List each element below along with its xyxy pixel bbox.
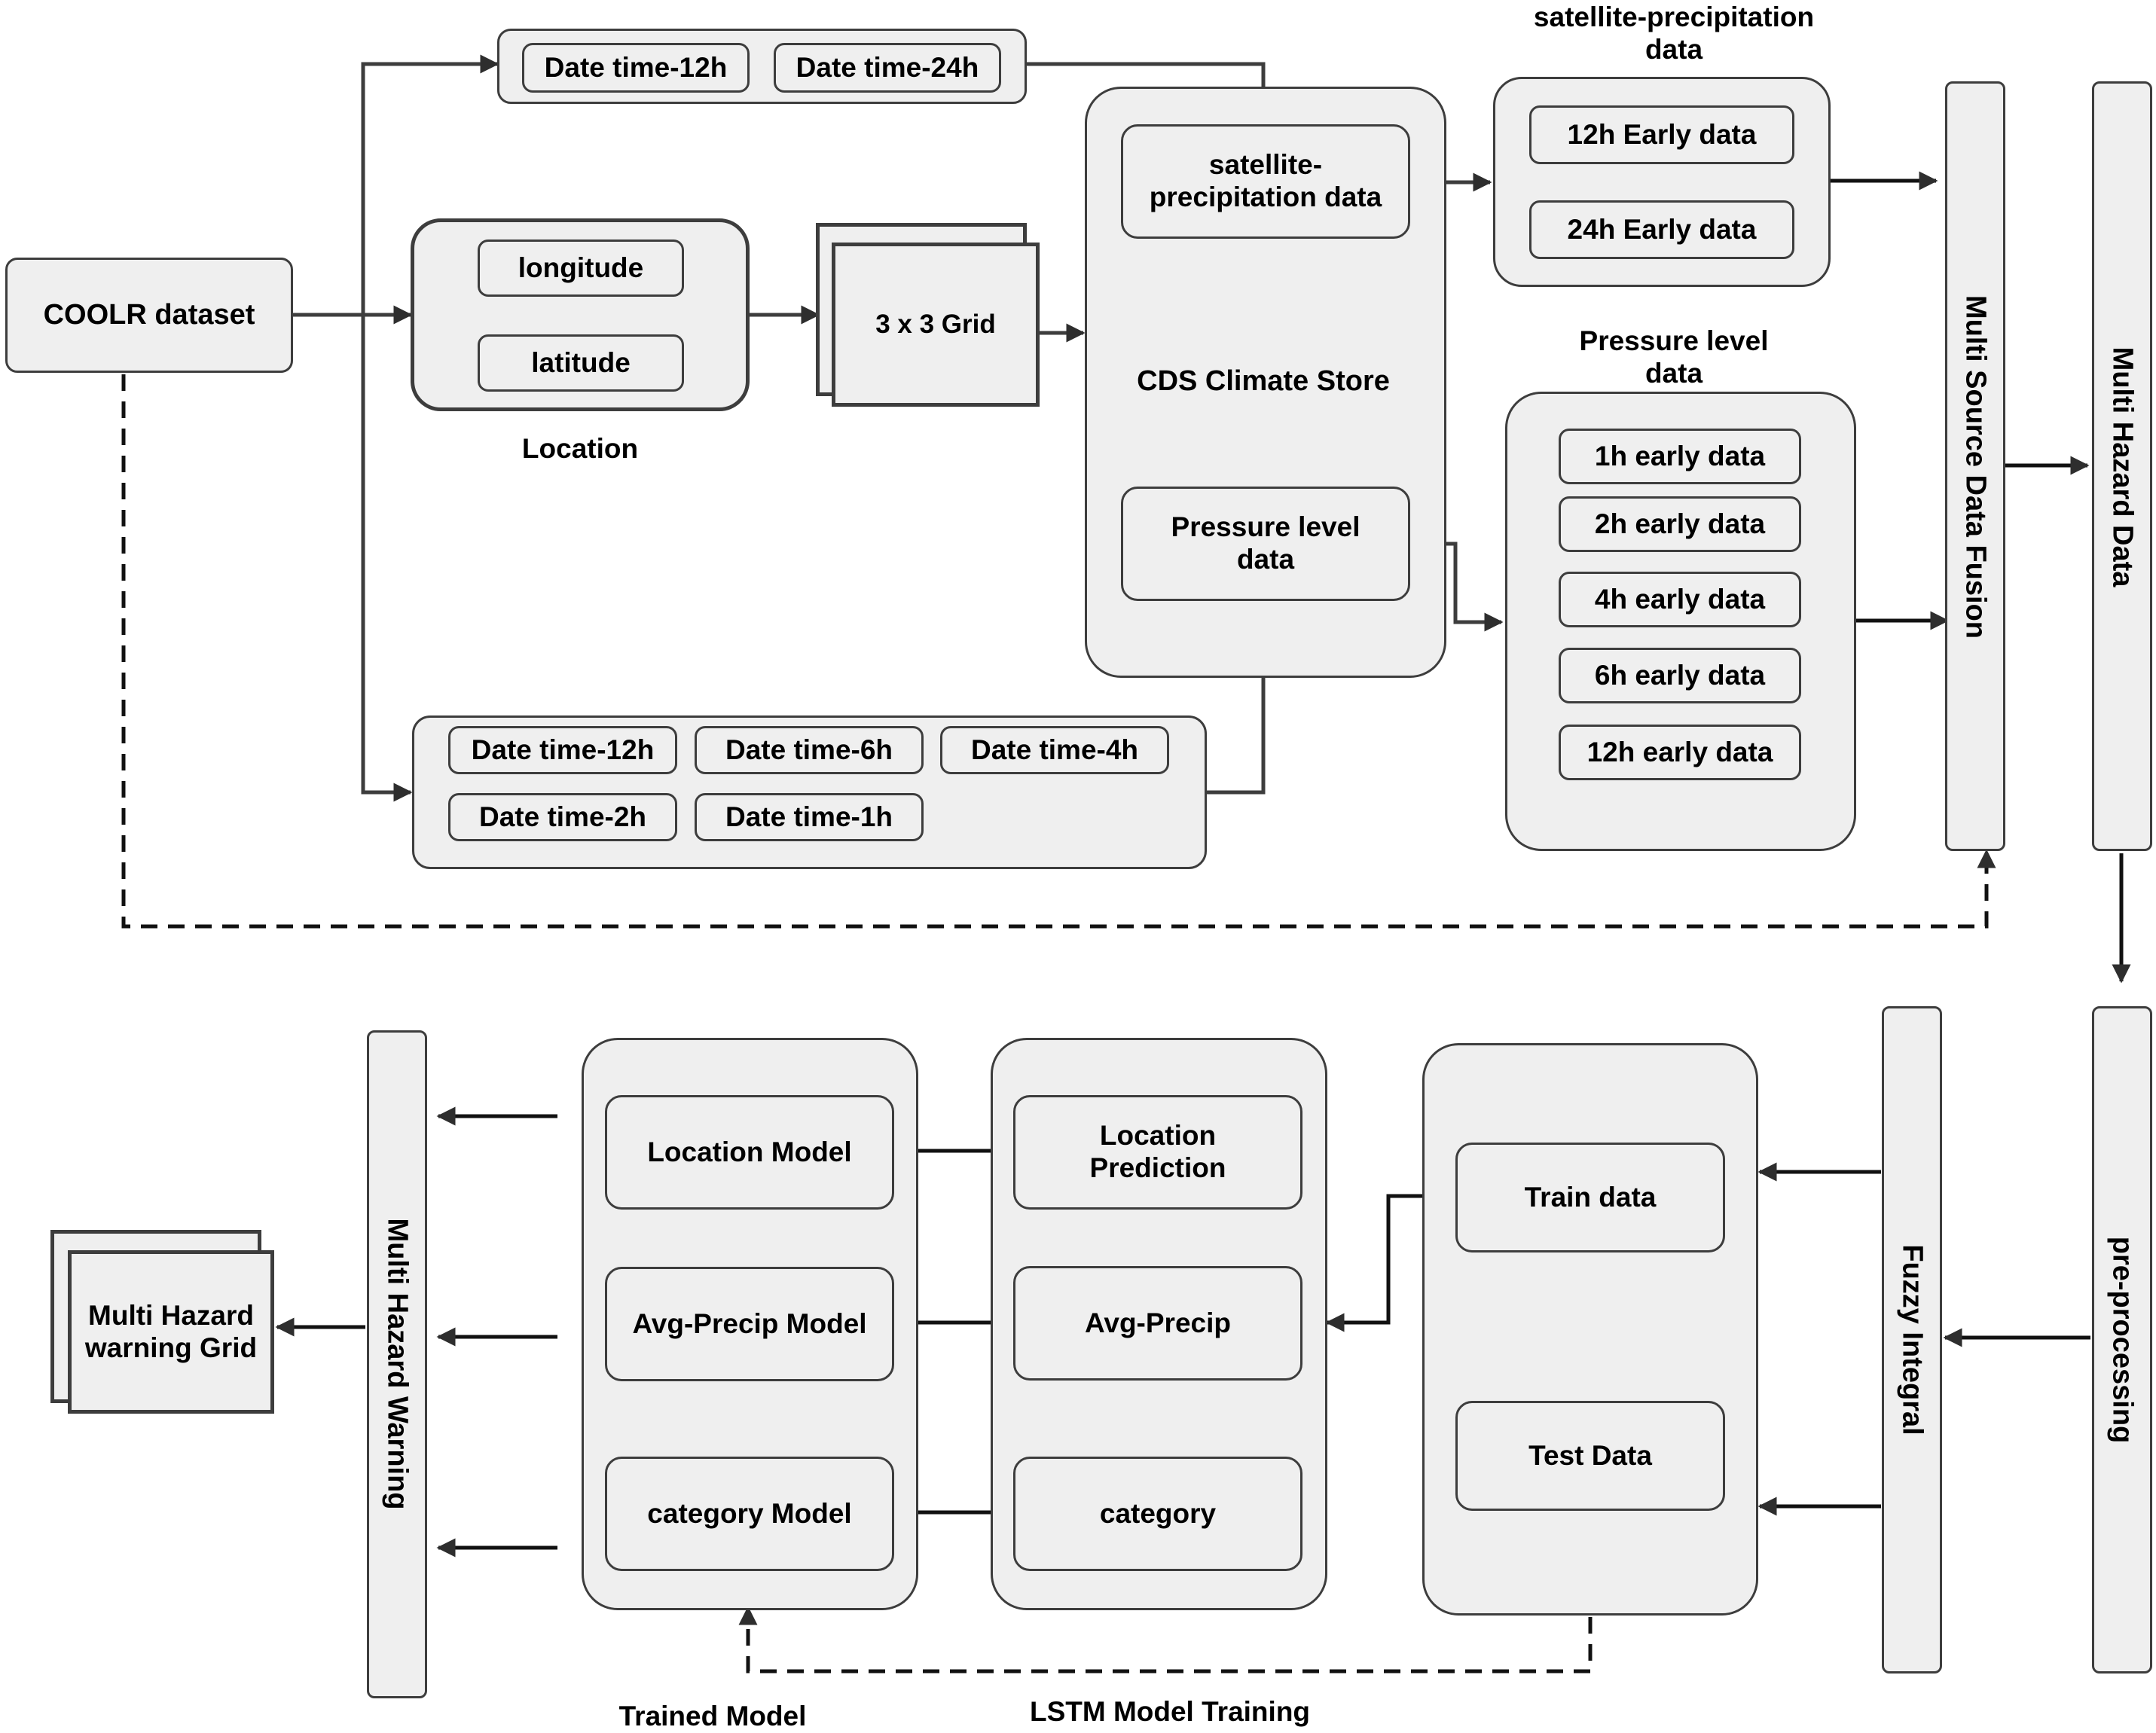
fusion-bar (1945, 81, 2005, 851)
avg-precip-model-node: Avg-Precip Model (605, 1267, 894, 1381)
arrow-source-to-date-top (361, 54, 499, 315)
category-model-node: category Model (605, 1457, 894, 1571)
date-bottom-12h: Date time-12h (448, 726, 677, 774)
pressure-6h: 6h early data (1559, 648, 1801, 703)
pressure-1h: 1h early data (1559, 429, 1801, 484)
longitude-node: longitude (478, 240, 684, 297)
date-bottom-1h: Date time-1h (695, 793, 924, 841)
satellite-24h-early: 24h Early data (1529, 200, 1794, 259)
hazard-data-bar (2092, 81, 2152, 851)
preprocessing-label: pre-processing (2106, 1236, 2139, 1444)
split-group (1422, 1043, 1758, 1616)
lstm-location-prediction: Location Prediction (1013, 1095, 1302, 1210)
output-warning-grid: Multi Hazard warning Grid (68, 1250, 274, 1414)
date-bottom-6h: Date time-6h (695, 726, 924, 774)
test-data-node: Test Data (1455, 1401, 1725, 1511)
lstm-category: category (1013, 1457, 1302, 1571)
pressure-12h: 12h early data (1559, 725, 1801, 780)
date-bottom-4h: Date time-4h (940, 726, 1169, 774)
pressure-4h: 4h early data (1559, 572, 1801, 627)
lstm-avg-precip: Avg-Precip (1013, 1266, 1302, 1381)
date-bottom-2h: Date time-2h (448, 793, 677, 841)
satellite-group-caption: satellite-precipitation data (1533, 2, 1815, 65)
arrow-source-to-date-bottom (361, 315, 413, 802)
preprocessing-bar (2092, 1006, 2152, 1674)
models-caption: Trained Model (618, 1701, 807, 1731)
date-top-12h: Date time-12h (522, 43, 750, 93)
coolr-dataset-node: COOLR dataset (5, 258, 293, 373)
grid-node: 3 x 3 Grid (832, 243, 1040, 407)
latitude-node: latitude (478, 334, 684, 392)
warning-label: Multi Hazard Warning (381, 1218, 414, 1510)
pressure-group-caption: Pressure level data (1579, 325, 1769, 389)
pressure-2h: 2h early data (1559, 496, 1801, 552)
train-data-node: Train data (1455, 1143, 1725, 1252)
fuzzy-label: Fuzzy Integral (1896, 1244, 1928, 1436)
cds-pressure-node: Pressure level data (1121, 487, 1410, 601)
fuzzy-bar (1882, 1006, 1942, 1674)
satellite-12h-early: 12h Early data (1529, 105, 1794, 164)
cds-satellite-node: satellite- precipitation data (1121, 124, 1410, 239)
dashed-source-to-fusion (121, 374, 1996, 929)
lstm-caption: LSTM Model Training (1029, 1696, 1311, 1727)
cds-title: CDS Climate Store (1137, 365, 1390, 397)
location-caption: Location (521, 433, 639, 464)
location-model-node: Location Model (605, 1095, 894, 1210)
arrow-train-to-lstm (1325, 1194, 1455, 1332)
hazard-data-label: Multi Hazard Data (2106, 346, 2139, 587)
warning-bar (367, 1030, 427, 1698)
fusion-label: Multi Source Data Fusion (1959, 294, 1992, 639)
date-top-24h: Date time-24h (774, 43, 1001, 93)
